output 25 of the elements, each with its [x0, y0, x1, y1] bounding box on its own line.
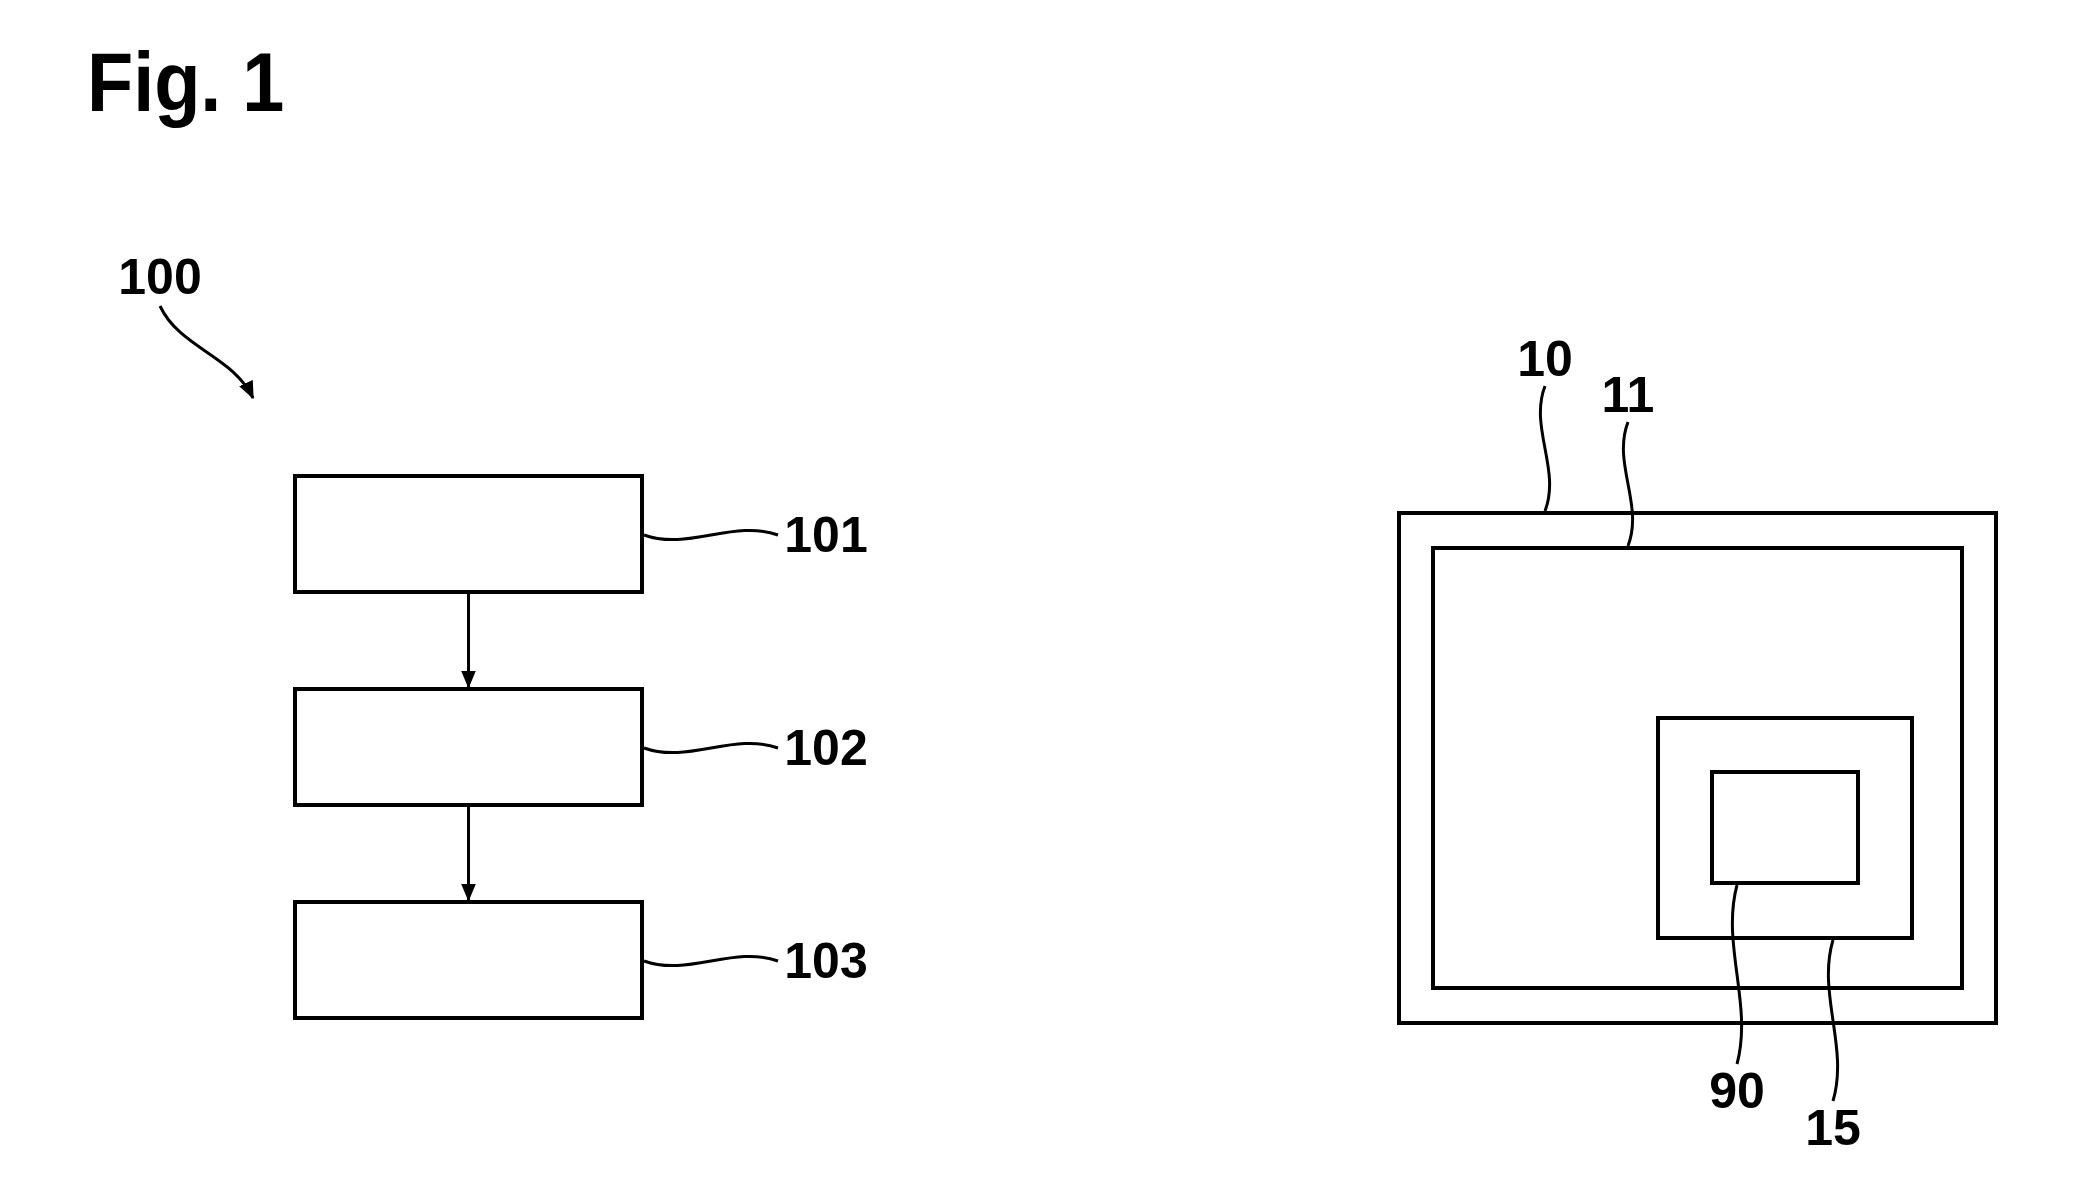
- leader-line: [643, 955, 779, 967]
- reference-numeral: 90: [1704, 1064, 1770, 1118]
- reference-numeral: 100: [112, 250, 208, 304]
- leader-line: [158, 305, 255, 400]
- reference-numeral: 15: [1800, 1101, 1866, 1155]
- reference-numeral: 102: [778, 721, 874, 775]
- leader-line: [643, 529, 779, 541]
- arrow: [461, 594, 476, 689]
- step-box: [293, 687, 644, 807]
- component-box: [1710, 770, 1860, 885]
- component-box: [1431, 546, 1964, 990]
- leader-line: [643, 742, 779, 754]
- leader-line: [1731, 884, 1743, 1065]
- step-box: [293, 474, 644, 594]
- step-box: [293, 900, 644, 1020]
- reference-numeral: 11: [1595, 368, 1661, 422]
- component-box: [1397, 511, 1998, 1025]
- leader-line: [1539, 385, 1551, 512]
- leader-line: [1622, 421, 1634, 547]
- reference-numeral: 10: [1512, 332, 1578, 386]
- component-box: [1656, 716, 1914, 940]
- reference-numeral: 103: [778, 934, 874, 988]
- leader-line: [1827, 939, 1839, 1102]
- reference-numeral: 101: [778, 508, 874, 562]
- arrow: [461, 807, 476, 902]
